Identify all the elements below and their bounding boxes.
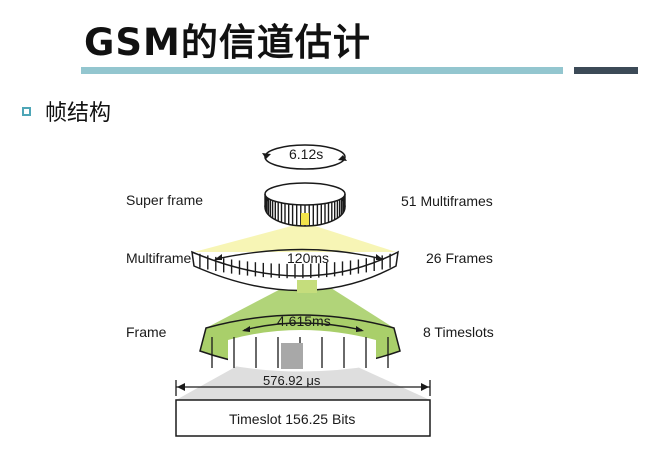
multiframe-label: Multiframe	[126, 250, 192, 266]
timeslot-label: Timeslot 156.25 Bits	[229, 411, 355, 427]
frame-label: Frame	[126, 324, 167, 340]
superframe-ring	[265, 183, 345, 226]
multiframe-count: 26 Frames	[426, 250, 493, 266]
arrowhead-icon	[338, 155, 347, 161]
frame-count: 8 Timeslots	[423, 324, 494, 340]
arrowhead-icon	[262, 153, 271, 159]
superframe-to-multiframe-beam	[194, 224, 396, 252]
timeslot-duration: 576.92 μs	[263, 373, 321, 388]
multiframe-period: 120ms	[287, 250, 329, 266]
super-frame-label: Super frame	[126, 192, 203, 208]
arrowhead-icon	[421, 383, 429, 391]
super-frame-count: 51 Multiframes	[401, 193, 493, 209]
arrowhead-icon	[177, 383, 185, 391]
frame-period: 4.615ms	[277, 313, 331, 329]
superframe-period: 6.12s	[289, 146, 323, 162]
